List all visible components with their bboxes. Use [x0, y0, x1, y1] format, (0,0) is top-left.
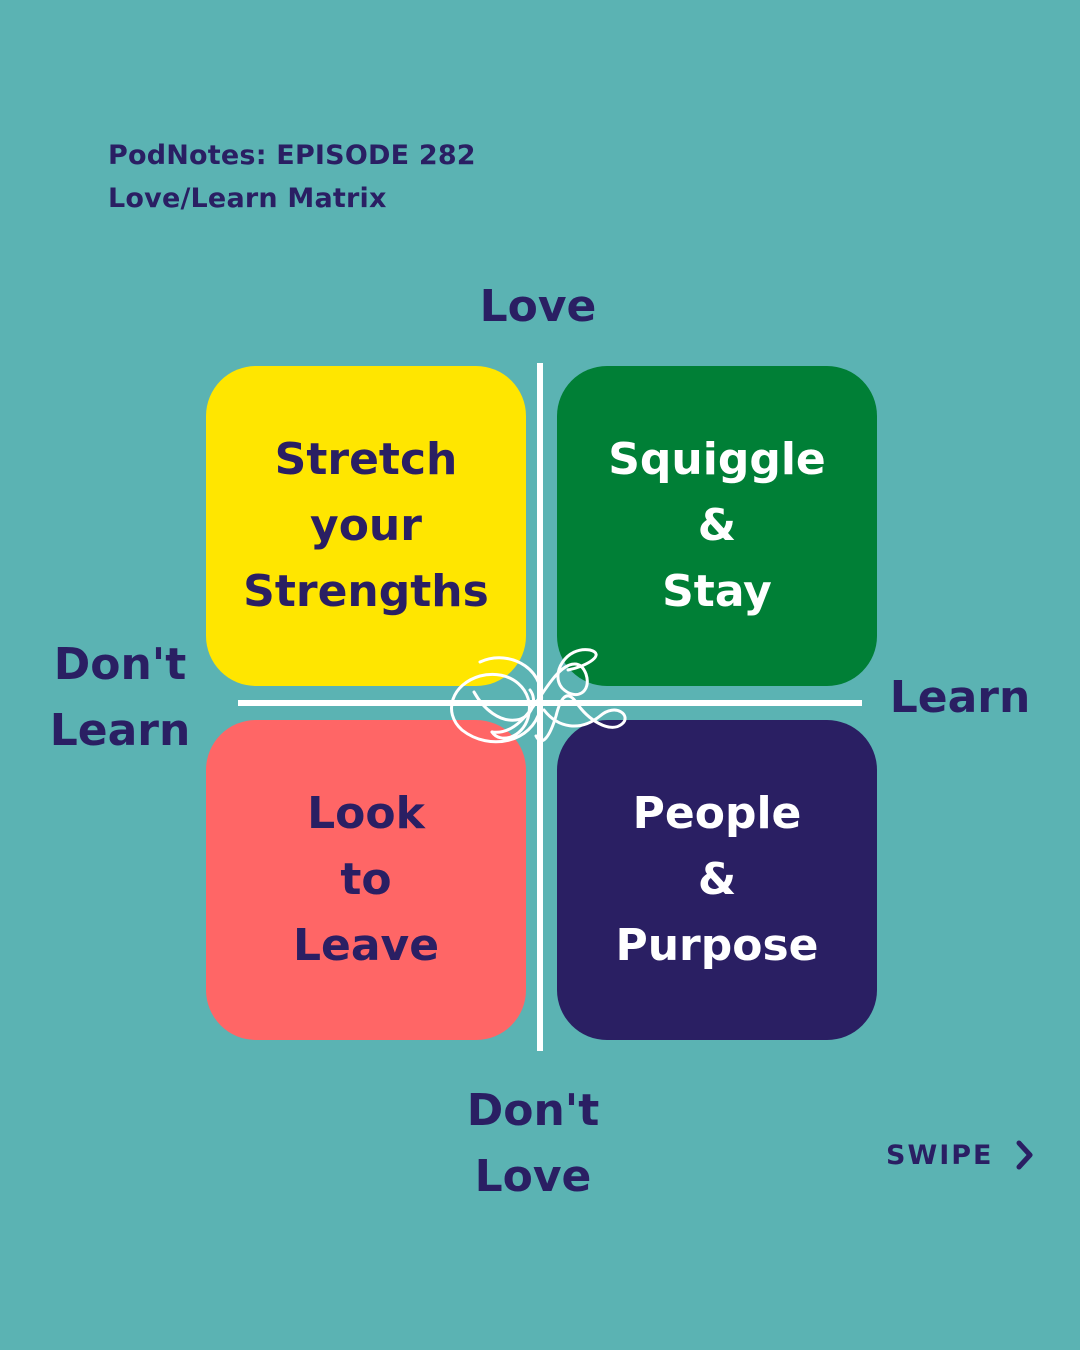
quadrant-squiggle-and-stay: Squiggle & Stay [557, 366, 877, 686]
axis-label-learn-text: Learn [889, 672, 1031, 723]
axis-label-dont-learn-line1: Don't [53, 639, 187, 690]
quadrant-line: Strengths [243, 566, 489, 617]
quadrant-people-and-purpose-text: People & Purpose [615, 781, 818, 979]
scribble-icon [450, 648, 627, 744]
quadrant-people-and-purpose: People & Purpose [557, 720, 877, 1040]
axis-label-dont-learn: Don't Learn [35, 632, 205, 764]
quadrant-stretch-your-strengths: Stretch your Strengths [206, 366, 526, 686]
horizontal-axis-line [238, 700, 862, 706]
axis-label-love: Love [438, 274, 638, 340]
quadrant-line: & [697, 500, 737, 551]
axis-label-learn: Learn [885, 665, 1035, 731]
swipe-label: SWIPE [886, 1139, 994, 1171]
quadrant-line: & [697, 854, 737, 905]
axis-label-dont-love-line2: Love [474, 1151, 592, 1202]
quadrant-line: Stretch [274, 434, 458, 485]
chevron-right-icon [1016, 1140, 1033, 1170]
quadrant-line: your [310, 500, 422, 551]
axis-label-dont-learn-line2: Learn [49, 705, 191, 756]
quadrant-squiggle-and-stay-text: Squiggle & Stay [608, 427, 826, 625]
quadrant-stretch-your-strengths-text: Stretch your Strengths [243, 427, 489, 625]
quadrant-line: to [340, 854, 392, 905]
quadrant-line: Stay [662, 566, 772, 617]
episode-title: PodNotes: EPISODE 282 [108, 140, 476, 171]
episode-header: PodNotes: EPISODE 282 Love/Learn Matrix [108, 134, 476, 220]
quadrant-look-to-leave-text: Look to Leave [293, 781, 439, 979]
quadrant-look-to-leave: Look to Leave [206, 720, 526, 1040]
episode-subtitle: Love/Learn Matrix [108, 183, 387, 214]
quadrant-line: Squiggle [608, 434, 826, 485]
axis-label-dont-love-line1: Don't [466, 1085, 600, 1136]
quadrant-line: People [632, 788, 802, 839]
axis-label-dont-love: Don't Love [433, 1078, 633, 1210]
axis-label-love-text: Love [479, 281, 597, 332]
quadrant-line: Look [307, 788, 425, 839]
quadrant-line: Purpose [615, 920, 819, 971]
swipe-indicator[interactable]: SWIPE [886, 1138, 1036, 1172]
quadrant-line: Leave [292, 920, 440, 971]
